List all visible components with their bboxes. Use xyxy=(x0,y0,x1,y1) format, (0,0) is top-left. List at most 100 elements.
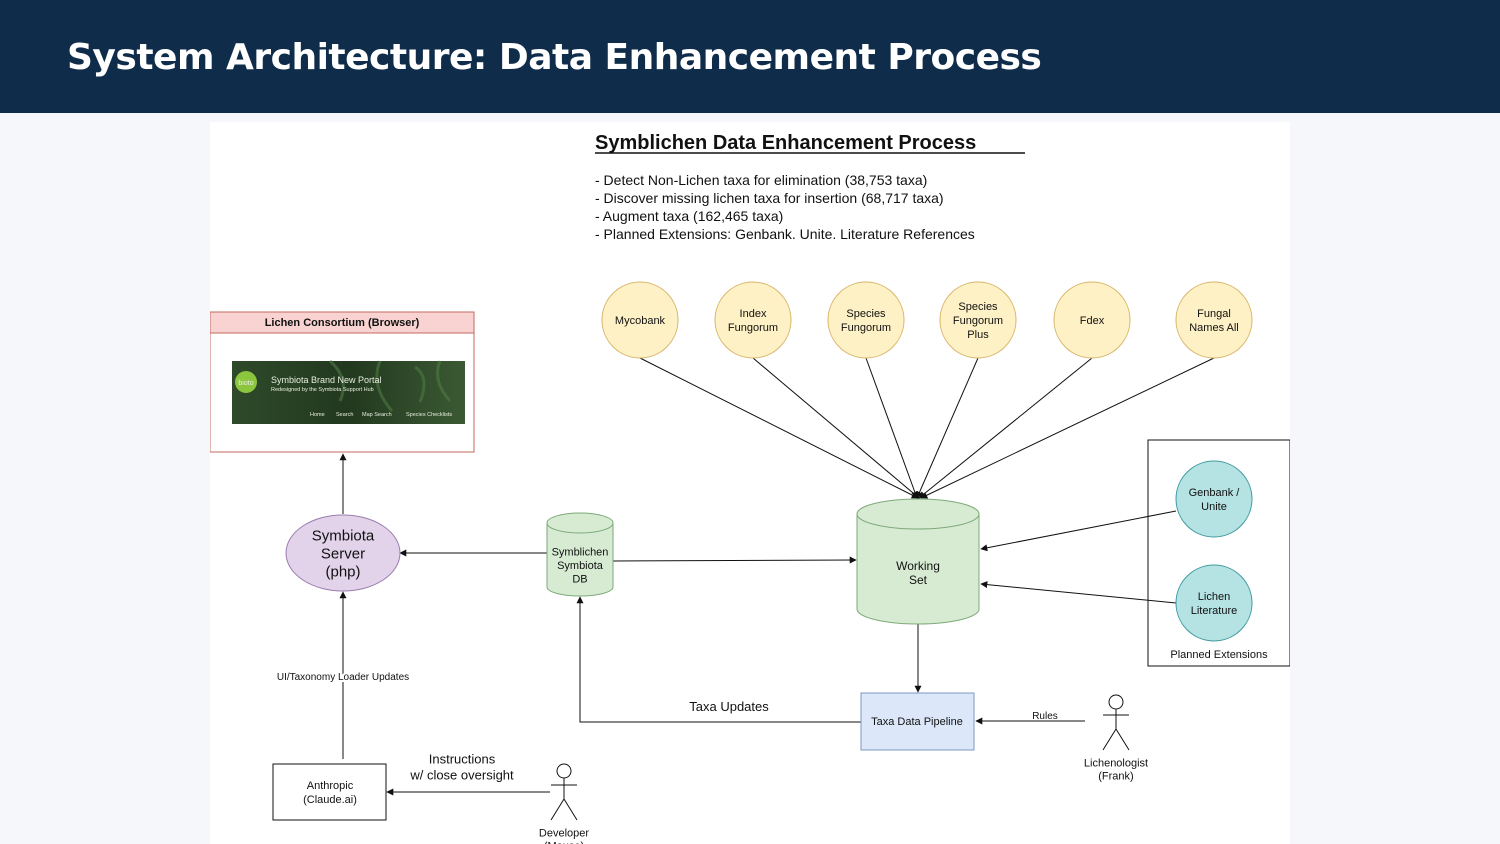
edge-fdex-to-working-set xyxy=(918,357,1093,499)
working-set-label-line: Working xyxy=(896,559,940,573)
portal-banner-bg xyxy=(232,361,465,424)
anthropic-frame xyxy=(272,763,387,821)
objective-item: - Augment taxa (162,465 taxa) xyxy=(595,208,783,224)
source-circle xyxy=(1175,281,1253,359)
extension-circle xyxy=(1175,564,1253,642)
anthropic-box: Anthropic(Claude.ai) xyxy=(272,763,387,821)
instructions-label-line: w/ close oversight xyxy=(409,768,514,783)
extension-circle xyxy=(1175,460,1253,538)
lichenologist-label-line: Lichenologist xyxy=(1084,757,1148,769)
server-ellipse xyxy=(285,514,401,592)
developer-stick-figure xyxy=(550,763,578,821)
edge-genbank-to-working-set xyxy=(980,510,1177,552)
architecture-diagram: Symblichen Data Enhancement Process - De… xyxy=(210,132,1290,844)
source-circle xyxy=(1053,281,1131,359)
portal-nav-item: Home xyxy=(310,412,325,418)
lichenologist-stick-figure xyxy=(1102,694,1130,751)
edge-db-to-working-set xyxy=(612,556,857,564)
planned-extensions-label: Planned Extensions xyxy=(1170,649,1268,661)
diagram-heading: Symblichen Data Enhancement Process xyxy=(595,132,976,154)
source-label-line: Mycobank xyxy=(615,315,666,327)
objective-item: - Planned Extensions: Genbank. Unite. Li… xyxy=(595,226,975,242)
source-label-line: Fdex xyxy=(1080,315,1105,327)
edge-pipeline-to-db xyxy=(576,596,861,723)
source-label-line: Fungal xyxy=(1197,308,1231,320)
anthropic-label: Anthropic(Claude.ai) xyxy=(303,780,357,806)
source-label-line: Fungorum xyxy=(953,315,1003,327)
db-top xyxy=(546,512,614,534)
developer-label-line: Developer xyxy=(539,827,589,839)
objective-item: - Discover missing lichen taxa for inser… xyxy=(595,190,944,206)
diagram-canvas: Symblichen Data Enhancement Process - De… xyxy=(210,122,1290,844)
source-node: Mycobank xyxy=(601,281,679,359)
source-circle xyxy=(601,281,679,359)
edge-mycobank-to-working-set xyxy=(639,357,919,499)
pipeline-box xyxy=(860,692,975,751)
server-label-line: Server xyxy=(321,545,365,562)
taxa-data-pipeline: Taxa Data Pipeline xyxy=(860,692,975,751)
portal-banner-foliage xyxy=(328,359,452,412)
planned-extensions-frame xyxy=(1147,439,1290,667)
rules-label: Rules xyxy=(1032,711,1058,722)
connector-edges xyxy=(339,357,1215,796)
developer-label: Developer(Mouse) xyxy=(539,827,589,844)
objectives-list: - Detect Non-Lichen taxa for elimination… xyxy=(595,172,975,242)
portal-nav-item: Species Checklists xyxy=(406,412,452,418)
db-body xyxy=(546,523,614,597)
edge-literature-to-working-set xyxy=(980,581,1177,604)
db-label-line: Symbiota xyxy=(557,560,604,572)
portal-nav-item: Search xyxy=(336,412,353,418)
server-label-line: Symbiota xyxy=(312,527,375,544)
portal-banner-title: Symbiota Brand New Portal xyxy=(271,375,382,385)
source-label-line: Plus xyxy=(967,329,989,341)
edge-fungal-names-to-working-set xyxy=(920,357,1215,499)
source-label-line: Species xyxy=(958,301,998,313)
portal-logo xyxy=(235,371,257,393)
extension-label-line: Literature xyxy=(1191,605,1237,617)
browser-title: Lichen Consortium (Browser) xyxy=(265,317,420,329)
server-label-line: (php) xyxy=(325,563,360,580)
source-node: Fdex xyxy=(1053,281,1131,359)
source-label-line: Fungorum xyxy=(728,322,778,334)
lichenologist-label-line: (Frank) xyxy=(1098,770,1133,782)
working-set-top xyxy=(856,498,980,530)
portal-logo-text: bioto xyxy=(238,380,253,387)
source-circle xyxy=(939,281,1017,359)
planned-extension-node: Genbank / Unite xyxy=(1175,460,1253,538)
edge-index-fungorum-to-working-set xyxy=(752,357,920,499)
extension-label-line: Unite xyxy=(1201,501,1227,513)
source-label-line: Fungorum xyxy=(841,322,891,334)
instructions-label-line: Instructions xyxy=(429,752,496,767)
lichenologist-label: Lichenologist(Frank) xyxy=(1084,757,1148,782)
source-circle xyxy=(827,281,905,359)
db-label-line: Symblichen xyxy=(552,546,609,558)
ui-updates-label: UI/Taxonomy Loader Updates xyxy=(277,672,409,683)
slide-title: System Architecture: Data Enhancement Pr… xyxy=(67,37,1042,78)
working-set-label-line: Set xyxy=(909,573,928,587)
anthropic-label-line: (Claude.ai) xyxy=(303,794,357,806)
source-label-line: Species xyxy=(846,308,886,320)
db-label-line: DB xyxy=(572,573,587,585)
developer-actor: Developer(Mouse) xyxy=(539,763,589,844)
pipeline-label: Taxa Data Pipeline xyxy=(871,716,963,728)
title-bar: System Architecture: Data Enhancement Pr… xyxy=(0,0,1500,113)
browser-box: Lichen Consortium (Browser) bioto Symbio… xyxy=(210,311,475,453)
data-sources: MycobankIndexFungorumSpeciesFungorumSpec… xyxy=(601,281,1253,359)
extension-label-line: Lichen xyxy=(1198,591,1230,603)
extension-label-line: Genbank / xyxy=(1189,487,1241,499)
objective-item: - Detect Non-Lichen taxa for elimination… xyxy=(595,172,927,188)
